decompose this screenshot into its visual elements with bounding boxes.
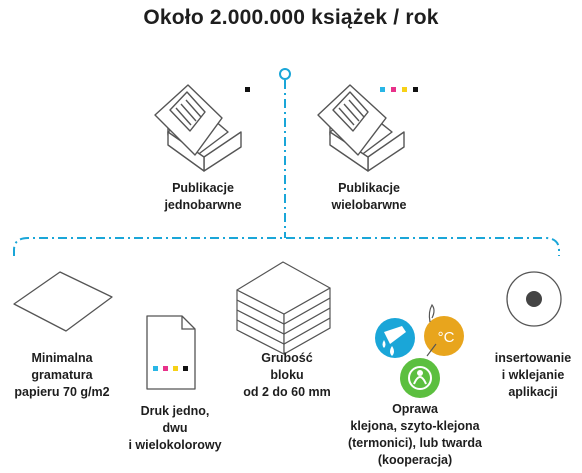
label-oprawa: Oprawa klejona, szyto-klejona (termonici… (347, 402, 483, 467)
connector-lines (13, 68, 560, 256)
page-title: Około 2.000.000 książek / rok (143, 6, 439, 29)
disc-insert-icon (506, 271, 562, 327)
label-gramatura: Minimalna gramatura papieru 70 g/m2 (14, 351, 110, 399)
color-swatches (380, 87, 418, 92)
label-druk: Druk jedno, dwu i wielokolorowy (128, 404, 222, 452)
paper-sheet-icon (13, 271, 113, 332)
label-grubosc: Grubość bloku od 2 do 60 mm (243, 351, 331, 399)
binding-types-icon: °C (375, 303, 464, 398)
paper-stack-icon (236, 261, 331, 355)
printed-page-icon (146, 315, 196, 390)
label-insertowanie: insertowanie i wklejanie aplikacji (494, 351, 572, 399)
book-icon (317, 84, 405, 172)
color-swatch-black (245, 87, 250, 92)
top-node-icon (279, 68, 291, 80)
label-publikacje-jednobarwne: Publikacje jednobarwne (164, 181, 242, 212)
temperature-badge: °C (438, 329, 455, 346)
label-publikacje-wielobarwne: Publikacje wielobarwne (331, 181, 407, 212)
book-icon (154, 84, 242, 172)
